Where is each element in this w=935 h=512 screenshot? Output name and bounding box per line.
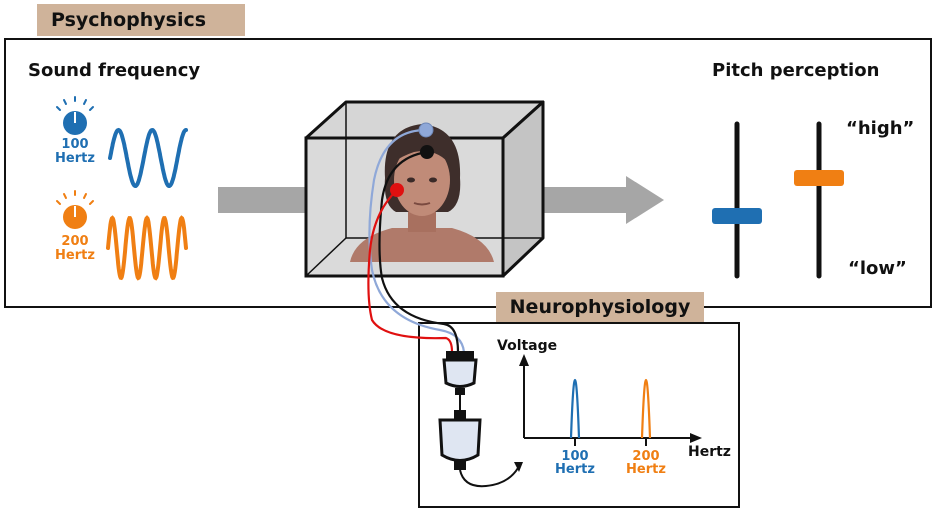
- signal-arrow: [459, 467, 519, 488]
- amplifier-icon: [442, 351, 478, 395]
- psychophysics-panel: [4, 38, 932, 308]
- tone-200-value: 200: [61, 234, 89, 249]
- tone-200-unit: Hertz: [55, 248, 95, 263]
- electrode-wire-black: [378, 150, 460, 353]
- hertz-axis-label: Hertz: [688, 444, 731, 460]
- tone-knob-100-icon: [56, 96, 94, 135]
- sine-wave-100: [108, 127, 188, 188]
- recorder-icon: [438, 410, 482, 470]
- sine-wave-200: [106, 215, 188, 281]
- spectrum-peak-100: [569, 378, 581, 439]
- pitch-perception-title: Pitch perception: [712, 60, 880, 81]
- voltage-axis-label: Voltage: [497, 338, 558, 354]
- peak-100-unit: Hertz: [555, 462, 595, 477]
- spectrum-peak-200: [640, 378, 652, 439]
- pitch-slider-high: [794, 121, 844, 279]
- signal-arrowhead-icon: [514, 462, 523, 472]
- tone-100-unit: Hertz: [55, 151, 95, 166]
- pitch-slider-low-handle: [712, 208, 762, 224]
- peak-100-value: 100: [561, 449, 589, 464]
- low-label: “low”: [848, 258, 907, 279]
- pitch-slider-high-handle: [794, 170, 844, 186]
- electrode-blue-icon: [418, 122, 434, 138]
- pitch-slider-low: [712, 121, 762, 279]
- electrode-red-icon: [390, 183, 404, 197]
- tone-knob-200-icon: [56, 190, 94, 229]
- peak-200-unit: Hertz: [626, 462, 666, 477]
- arrow-right-icon: [526, 176, 664, 224]
- spectrum-axes: [519, 354, 702, 443]
- psychophysics-tag: Psychophysics: [37, 4, 245, 36]
- sound-frequency-title: Sound frequency: [28, 60, 201, 81]
- tone-100-value: 100: [61, 137, 89, 152]
- electrode-wire-red: [367, 189, 454, 353]
- neurophysiology-tag: Neurophysiology: [496, 292, 704, 322]
- high-label: “high”: [846, 118, 915, 139]
- electrode-wire-blue: [368, 128, 466, 353]
- peak-200-value: 200: [632, 449, 660, 464]
- electrode-black-icon: [420, 145, 434, 159]
